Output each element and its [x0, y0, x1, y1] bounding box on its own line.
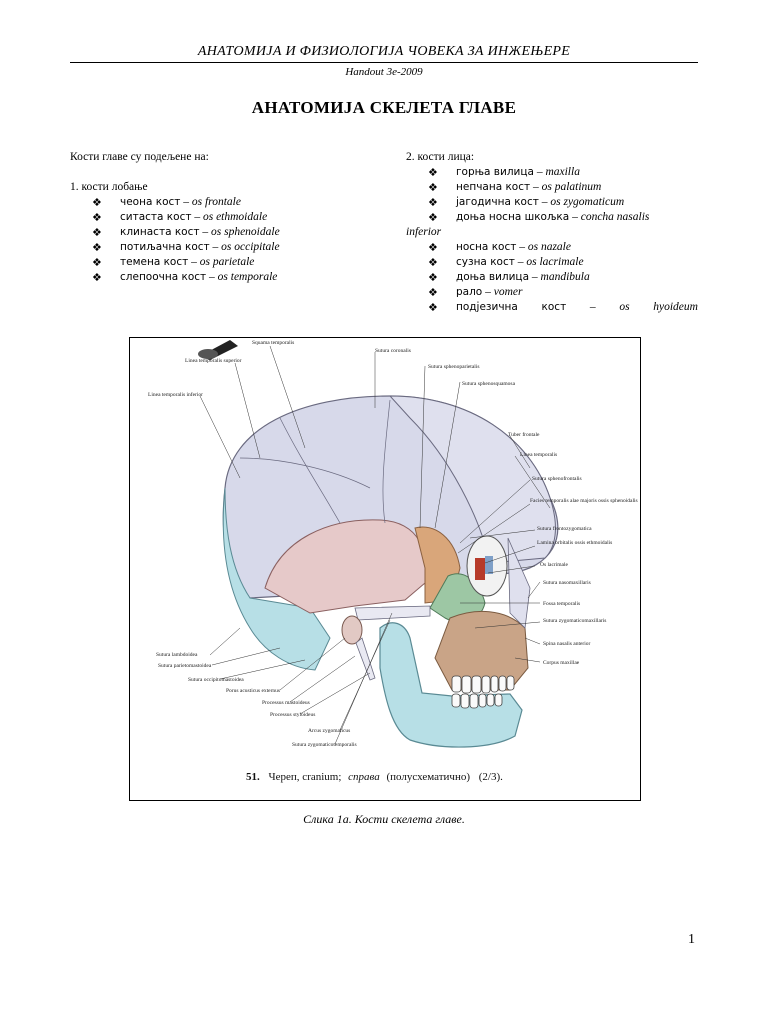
bullet-icon: ❖	[92, 226, 102, 239]
pen-tip-graphic	[198, 340, 238, 360]
label-tuber-frontale: Tuber frontale	[508, 431, 540, 438]
figure-caption: Слика 1а. Кости скелета главе.	[303, 812, 465, 826]
skull-illustration: Squama temporalis Linea temporalis super…	[148, 340, 638, 783]
label-squama-temporalis: Squama temporalis	[252, 340, 294, 346]
frontal-bone-shape	[388, 395, 556, 564]
concha-continuation: inferior	[406, 226, 442, 238]
intro-text: Кости главе су подељене на:	[70, 151, 209, 163]
mandible-shape	[379, 622, 523, 748]
bullet-icon: ❖	[92, 196, 102, 209]
bullet-icon: ❖	[428, 211, 438, 224]
list-item: ❖чеона кост – os frontale	[92, 196, 241, 209]
label-processus-styloideus: Processus styloideus	[270, 712, 315, 718]
label-sutura-coronalis: Sutura coronalis	[375, 348, 411, 354]
label-porus-acusticus: Porus acusticus externus	[226, 688, 280, 694]
header-divider	[70, 62, 698, 63]
label-sutura-zygomaticomaxillaris: Sutura zygomaticomaxillaris	[543, 618, 606, 624]
label-arcus-zygomaticus: Arcus zygomaticus	[308, 728, 350, 734]
label-linea-temporalis-inferior: Linea temporalis inferior	[148, 391, 203, 398]
label-sutura-sphenoparietalis: Sutura sphenoparietalis	[428, 364, 479, 370]
right-column: 2. кости лица: ❖горња вилица – maxilla ❖…	[406, 150, 698, 315]
label-spina-nasalis-anterior: Spina nasalis anterior	[543, 641, 591, 647]
figure-caption-main: Череп, cranium;	[269, 771, 342, 783]
bullet-icon: ❖	[428, 241, 438, 254]
label-sutura-sphenofrontalis: Sutura sphenofrontalis	[532, 475, 582, 482]
lower-teeth	[451, 693, 503, 709]
handout-label: Handout 3e-2009	[345, 66, 423, 78]
upper-teeth	[451, 675, 515, 694]
label-os-lacrimale: Os lacrimale	[540, 562, 569, 568]
label-lamina-orbitalis: Lamina orbitalis ossis ethmoidalis	[537, 540, 612, 546]
list-item: ❖горња вилица – maxilla	[428, 166, 580, 179]
cranial-bones-list: ❖чеона кост – os frontale ❖ситаста кост …	[70, 195, 370, 285]
section-1-heading: 1. кости лобање	[70, 181, 148, 193]
bullet-icon: ❖	[428, 301, 438, 314]
label-fossa-temporalis: Fossa temporalis	[543, 601, 580, 607]
label-sutura-zygomaticotemporalis: Sutura zygomaticotemporalis	[292, 742, 357, 748]
bullet-icon: ❖	[428, 181, 438, 194]
page-number: 1	[688, 932, 695, 947]
bullet-icon: ❖	[92, 256, 102, 269]
svg-text:51. Череп, cranium;: 51. Череп, cranium; справа (полусхематич…	[246, 771, 503, 783]
list-item: ❖клинаста кост – os sphenoidale	[92, 226, 280, 239]
figure-caption-italic: справа	[348, 771, 380, 783]
label-sutura-sphenosquamosa: Sutura sphenosquamosa	[462, 381, 516, 387]
document-title: АНАТОМИЈА СКЕЛЕТА ГЛАВЕ	[251, 98, 517, 117]
label-facies-temporalis: Facies temporalis alae majoris ossis sph…	[530, 498, 638, 504]
bullet-icon: ❖	[428, 166, 438, 179]
bullet-icon: ❖	[428, 271, 438, 284]
list-item: ❖потиљачна кост – os occipitale	[92, 241, 280, 254]
facial-bones-list: ❖горња вилица – maxilla ❖непчана кост – …	[406, 165, 698, 225]
label-linea-temporalis-superior: Linea temporalis superior	[185, 358, 242, 364]
list-item: ❖темена кост – os parietale	[92, 256, 255, 269]
figure-caption-scale: (2/3).	[479, 771, 503, 783]
list-item: ❖доња носна шкољка – concha nasalis	[428, 211, 650, 224]
figure-number: 51.	[246, 771, 260, 783]
list-item: ❖доња вилица – mandibula	[428, 271, 590, 284]
label-linea-temporalis: Linea temporalis	[520, 452, 557, 458]
bullet-icon: ❖	[92, 271, 102, 284]
label-sutura-parietomastoidea: Sutura parietomastoidea	[158, 663, 212, 669]
ear-canal-shape	[341, 615, 363, 645]
label-processus-mastoideus: Processus mastoideus	[262, 700, 310, 706]
bullet-icon: ❖	[428, 286, 438, 299]
bullet-icon: ❖	[428, 256, 438, 269]
list-item: ❖носна кост – os nazale	[428, 241, 571, 254]
list-item: ❖сузна кост – os lacrimale	[428, 256, 584, 269]
bullet-icon: ❖	[92, 241, 102, 254]
section-2-heading: 2. кости лица:	[406, 151, 475, 163]
list-item: ❖јагодична кост – os zygomaticum	[428, 196, 625, 209]
list-item: ❖ситаста кост – os ethmoidale	[92, 211, 268, 224]
label-corpus-maxillae: Corpus maxillae	[543, 660, 580, 666]
label-sutura-frontozygomatica: Sutura frontozygomatica	[537, 525, 592, 532]
facial-bones-list-cont: ❖носна кост – os nazale ❖сузна кост – os…	[406, 240, 698, 315]
label-sutura-nasomaxillaris: Sutura nasomaxillaris	[543, 580, 591, 586]
left-column: Кости главе су подељене на: 1. кости лоб…	[70, 150, 370, 285]
label-sutura-occipitomastoidea: Sutura occipitomastoidea	[188, 677, 244, 683]
list-item: ❖рало – vomer	[428, 286, 523, 299]
bullet-icon: ❖	[428, 196, 438, 209]
bullet-icon: ❖	[92, 211, 102, 224]
list-item: ❖слепоочна кост – os temporale	[92, 271, 278, 284]
figure-caption-paren: (полусхематично)	[387, 771, 471, 783]
occipital-bone-shape	[222, 487, 331, 671]
running-header-title: АНАТОМИЈА И ФИЗИОЛОГИЈА ЧОВЕКА ЗА ИНЖЕЊЕ…	[197, 44, 571, 59]
list-item: ❖непчана кост – os palatinum	[428, 181, 602, 194]
list-item: ❖ подјезична кост – os hyoideum	[428, 301, 698, 314]
skull-figure: Squama temporalis Linea temporalis super…	[129, 337, 641, 801]
label-sutura-lambdoidea: Sutura lambdoidea	[156, 652, 198, 658]
